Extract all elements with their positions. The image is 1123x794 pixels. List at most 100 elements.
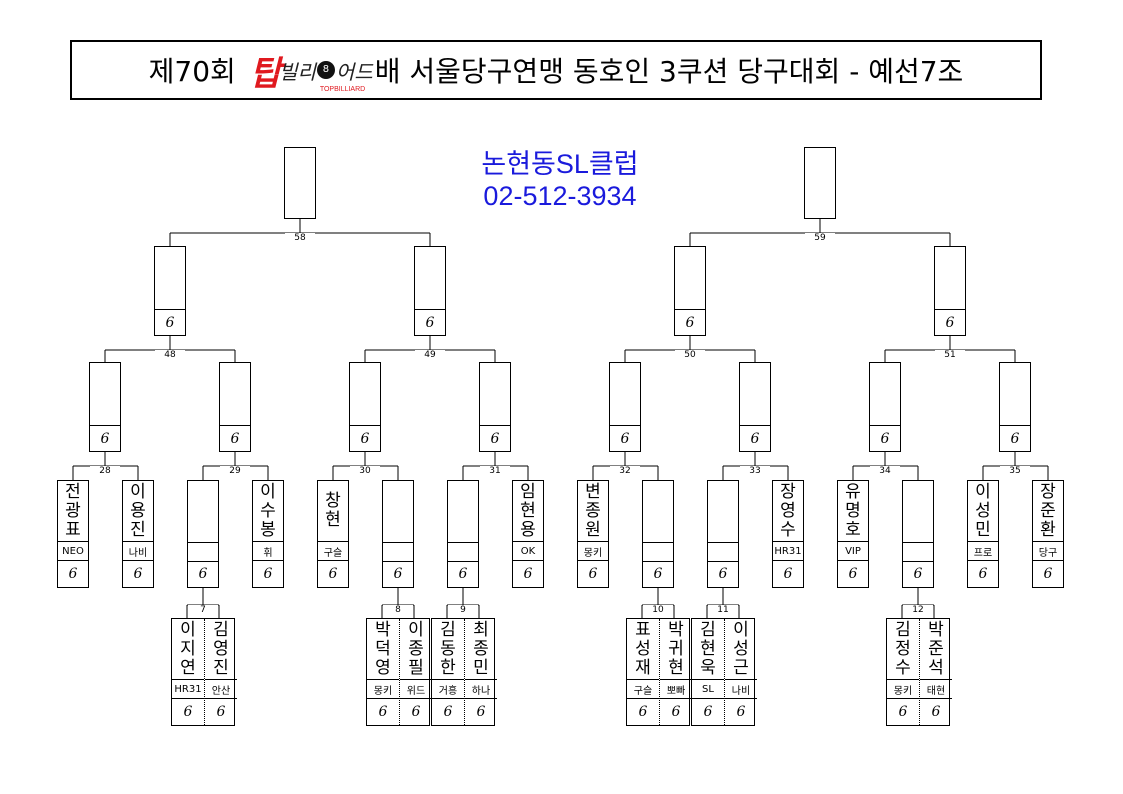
empty-player-slot[interactable]: 6	[707, 480, 739, 588]
player-club: 프로	[968, 541, 998, 560]
score-mark: 6	[718, 566, 728, 582]
player-club: 위드	[400, 679, 432, 698]
score-mark: 6	[367, 698, 399, 725]
player-club: 구슬	[318, 541, 348, 560]
score-mark: 6	[415, 309, 445, 335]
match-number: 32	[610, 466, 640, 476]
semi-slot-2[interactable]: 6	[414, 246, 446, 336]
match-number: 50	[675, 350, 705, 360]
score-mark: 6	[838, 560, 868, 587]
match-number: 48	[155, 350, 185, 360]
player-club: 몽키	[578, 541, 608, 560]
player-club: NEO	[58, 541, 88, 560]
logo-main-text: 탑	[249, 53, 281, 94]
score-mark: 6	[220, 425, 250, 451]
eight-ball-icon: 8	[316, 61, 335, 79]
score-mark: 6	[465, 698, 497, 725]
score-mark: 6	[205, 698, 237, 725]
player-club: HR31	[172, 679, 204, 698]
empty-player-slot[interactable]: 6	[447, 480, 479, 588]
score-mark: 6	[887, 698, 919, 725]
final-slot-right[interactable]	[804, 147, 836, 219]
player-club: 거흥	[432, 679, 464, 698]
round2-slot-7[interactable]: 6	[869, 362, 901, 452]
empty-player-slot[interactable]: 6	[187, 480, 219, 588]
round2-slot-6[interactable]: 6	[739, 362, 771, 452]
player-club: 나비	[725, 679, 757, 698]
empty-player-slot[interactable]: 6	[382, 480, 414, 588]
empty-player-slot[interactable]: 6	[642, 480, 674, 588]
score-mark: 6	[627, 698, 659, 725]
topbilliard-logo: 탑 빌리 8 어드 TOPBILLIARD	[250, 46, 373, 95]
score-mark: 6	[318, 560, 348, 587]
match-number: 59	[805, 233, 835, 243]
round2-slot-2[interactable]: 6	[219, 362, 251, 452]
player-club: OK	[513, 541, 543, 560]
match-number: 7	[188, 605, 218, 615]
final-slot-left[interactable]	[284, 147, 316, 219]
round2-slot-4[interactable]: 6	[479, 362, 511, 452]
empty-player-slot[interactable]: 6	[902, 480, 934, 588]
semi-slot-1[interactable]: 6	[154, 246, 186, 336]
player-club: 휘	[253, 541, 283, 560]
match-number: 33	[740, 466, 770, 476]
score-mark: 6	[920, 698, 952, 725]
match-number: 31	[480, 466, 510, 476]
player-club: 구슬	[627, 679, 659, 698]
round2-slot-1[interactable]: 6	[89, 362, 121, 452]
round2-slot-3[interactable]: 6	[349, 362, 381, 452]
round2-slot-8[interactable]: 6	[999, 362, 1031, 452]
score-mark: 6	[725, 698, 757, 725]
score-mark: 6	[610, 425, 640, 451]
title-suffix: 배 서울당구연맹 동호인 3쿠션 당구대회 - 예선7조	[374, 55, 964, 88]
score-mark: 6	[432, 698, 464, 725]
score-mark: 6	[578, 560, 608, 587]
match-number: 30	[350, 466, 380, 476]
score-mark: 6	[870, 425, 900, 451]
semi-slot-3[interactable]: 6	[674, 246, 706, 336]
score-mark: 6	[1033, 560, 1063, 587]
score-mark: 6	[350, 425, 380, 451]
player-club: 안산	[205, 679, 237, 698]
semi-slot-4[interactable]: 6	[934, 246, 966, 336]
round2-slot-5[interactable]: 6	[609, 362, 641, 452]
score-mark: 6	[480, 425, 510, 451]
match-number: 49	[415, 350, 445, 360]
match-number: 51	[935, 350, 965, 360]
score-mark: 6	[90, 425, 120, 451]
match-number: 58	[285, 233, 315, 243]
score-mark: 6	[675, 309, 705, 335]
logo-text-2: 어드	[335, 59, 373, 84]
